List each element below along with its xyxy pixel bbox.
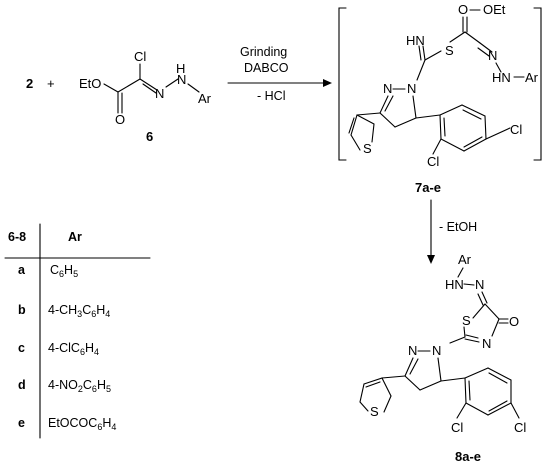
condition-minus-hcl: - HCl [257, 89, 285, 103]
condition-minus-etoh: - EtOH [439, 220, 477, 234]
table-row-key: d [18, 378, 26, 392]
carbonyl-oxygen: O [115, 112, 125, 127]
pyrazoline-n2: N [383, 81, 392, 96]
product-pyrazoline-n1: N [432, 343, 441, 358]
condition-grinding: Grinding [240, 45, 287, 59]
thiazolone-oxygen: O [509, 314, 519, 329]
pyrazoline-n1: N [407, 81, 416, 96]
chlorine-atom: Cl [134, 49, 146, 64]
hydrazonoyl-chloride-6: EtO O Cl N H N Ar 6 [79, 49, 212, 144]
eto-group: EtO [79, 76, 101, 91]
product-aryl: Ar [458, 252, 472, 267]
chloro-ortho-7: Cl [427, 154, 439, 169]
thiazole-sulfur: S [462, 313, 471, 328]
ester-oxygen: O [458, 2, 468, 17]
product-hydrazone-n: N [475, 277, 484, 292]
product-8: Ar HN N S O N N N S [359, 252, 526, 435]
table-row-key: b [18, 303, 26, 317]
product-8-label: 8a-e [455, 449, 481, 464]
hydrazone-n: N [488, 48, 497, 63]
right-bracket [533, 7, 542, 161]
table-row-value: C6H5 [50, 263, 78, 279]
imine-hn: HN [406, 33, 425, 48]
table-row-key: e [18, 416, 25, 430]
table-row-value: 4-CH3C6H4 [48, 303, 110, 319]
product-hn: HN [445, 277, 464, 292]
reaction-arrow-2: - EtOH [427, 199, 477, 264]
reaction-arrow-1: Grinding DABCO - HCl [227, 45, 332, 103]
table-row-value: 4-ClC6H4 [48, 341, 99, 357]
intermediate-7-label: 7a-e [415, 180, 441, 195]
thiophene-sulfur-7: S [363, 141, 372, 156]
table-row-value: EtOCOC6H4 [48, 416, 116, 432]
table-row-value: 4-NO2C6H5 [48, 378, 111, 394]
condition-dabco: DABCO [244, 61, 289, 75]
reactant-2-label: 2 [26, 76, 33, 91]
oet-group: OEt [483, 2, 506, 17]
hydrazone-hn: HN [492, 70, 511, 85]
table-row-key: a [18, 263, 26, 277]
intermediate-aryl: Ar [525, 70, 539, 85]
thioether-sulfur: S [445, 43, 454, 58]
table-header-ar: Ar [68, 230, 82, 244]
aryl-group: Ar [198, 91, 212, 106]
chloro-para-8: Cl [514, 420, 526, 435]
intermediate-7: OEt O S N HN Ar HN N N S [348, 2, 539, 169]
chloro-para-7: Cl [510, 122, 522, 137]
reagent-6-label: 6 [146, 129, 153, 144]
product-pyrazoline-n2: N [408, 343, 417, 358]
hydrazone-hydrogen: H [176, 61, 185, 76]
plus-sign: + [47, 76, 55, 91]
table-row-key: c [18, 341, 25, 355]
imine-nitrogen: N [155, 86, 164, 101]
table-header-compound: 6-8 [8, 230, 26, 244]
substituent-table: 6-8 Ar a C6H5 b 4-CH3C6H4 c 4-ClC6H4 d 4… [4, 223, 151, 439]
hydrazone-nitrogen: N [177, 72, 186, 87]
thiazole-nitrogen: N [482, 336, 491, 351]
thiophene-sulfur-8: S [370, 404, 379, 419]
chloro-ortho-8: Cl [451, 420, 463, 435]
left-bracket [338, 7, 347, 161]
